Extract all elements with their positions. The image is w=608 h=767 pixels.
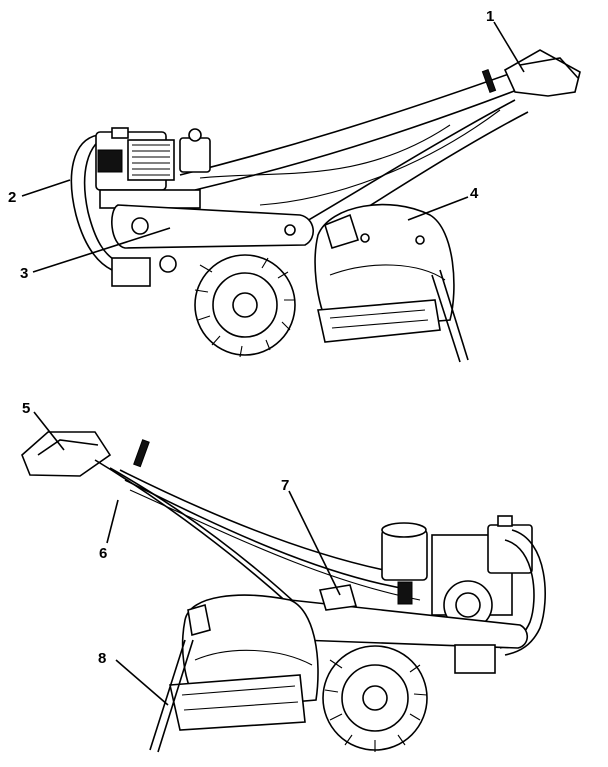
engine-lower-housing-2 xyxy=(454,644,496,674)
handle-bracket xyxy=(324,213,360,250)
tine-shield-2 xyxy=(169,674,306,731)
callout-4: 4 xyxy=(470,185,479,202)
clutch-control xyxy=(397,581,413,605)
leader-line-1 xyxy=(493,21,525,73)
tine-hood-edge xyxy=(329,264,446,281)
control-lever xyxy=(481,68,497,94)
leader-line-7 xyxy=(288,490,341,596)
leader-line-2 xyxy=(21,179,71,197)
callout-8: 8 xyxy=(98,650,106,667)
front-bumper-bar-inner xyxy=(83,134,119,263)
callout-7: 7 xyxy=(281,477,289,494)
tine-hood-hinge xyxy=(187,603,211,637)
belt-cover-bolt xyxy=(131,217,149,235)
front-bumper-bar xyxy=(70,134,113,271)
leader-line-4 xyxy=(407,196,469,221)
tiller-bottom-view xyxy=(21,431,546,753)
handle-grip-assembly xyxy=(503,49,581,97)
handlebar-support-tube xyxy=(299,99,516,226)
engine-pulley xyxy=(159,255,177,273)
engine-air-filter-lid xyxy=(381,522,427,538)
control-lever-2 xyxy=(133,439,150,468)
handle-grip-bar xyxy=(519,57,579,79)
handlebar-lower-tube-2 xyxy=(124,479,413,591)
control-cable-2 xyxy=(259,109,501,206)
front-bumper-bar-2 xyxy=(504,529,546,656)
wheel-hub xyxy=(232,292,258,318)
depth-regulator-bar-2 xyxy=(431,274,461,363)
handlebar-tube-right xyxy=(109,467,306,613)
tine-hood-edge-2 xyxy=(194,649,313,666)
handlebar-upper-tube xyxy=(179,69,521,176)
engine-fuel-tank-2 xyxy=(487,524,533,574)
tiller-top-view xyxy=(70,49,581,363)
engine-cooling-fins xyxy=(127,139,175,181)
engine-fuel-tank xyxy=(97,149,123,173)
callout-5: 5 xyxy=(22,400,30,417)
wheel-hub-2 xyxy=(362,685,388,711)
wheel-tread-lugs-2 xyxy=(324,659,428,752)
tine-hood-bolt xyxy=(360,233,370,243)
engine-cap xyxy=(188,128,202,142)
tine-shield-ribs xyxy=(329,309,429,329)
handlebar-tube-left xyxy=(94,459,291,606)
control-cable-3 xyxy=(129,489,421,601)
control-bracket xyxy=(318,584,358,611)
callout-6: 6 xyxy=(99,545,107,562)
belt-cover-bolt-2 xyxy=(284,224,296,236)
handle-grip-bar-2 xyxy=(37,439,99,456)
leader-line-8 xyxy=(115,659,169,706)
depth-regulator-bar-3 xyxy=(149,639,186,751)
depth-regulator-bar xyxy=(439,269,469,361)
leader-line-3 xyxy=(32,227,171,273)
engine-lower-housing xyxy=(111,257,151,287)
handlebar-upper-tube-2 xyxy=(119,469,411,576)
depth-regulator-bar-4 xyxy=(157,639,194,753)
handle-grip-assembly-2 xyxy=(21,431,112,477)
leader-lines xyxy=(21,21,525,706)
control-cable xyxy=(199,124,451,179)
engine-fill-cap-2 xyxy=(497,515,513,527)
callout-3: 3 xyxy=(20,265,28,282)
engine-recoil-center xyxy=(455,592,481,618)
tine-hood-bolt-2 xyxy=(415,235,425,245)
engine-base xyxy=(99,189,201,209)
engine-fin-lines xyxy=(132,144,170,176)
belt-cover xyxy=(111,204,314,249)
leader-line-5 xyxy=(33,411,65,451)
callout-2: 2 xyxy=(8,189,16,206)
tine-shield-ribs-2 xyxy=(181,685,299,711)
handlebar-lower-tube xyxy=(194,84,531,191)
callout-1: 1 xyxy=(486,8,494,25)
tine-shield xyxy=(317,299,441,343)
engine-air-filter xyxy=(179,137,211,173)
leader-line-6 xyxy=(106,499,119,544)
engine-fill-cap xyxy=(111,127,129,139)
wheel-tread-lugs xyxy=(194,257,295,358)
